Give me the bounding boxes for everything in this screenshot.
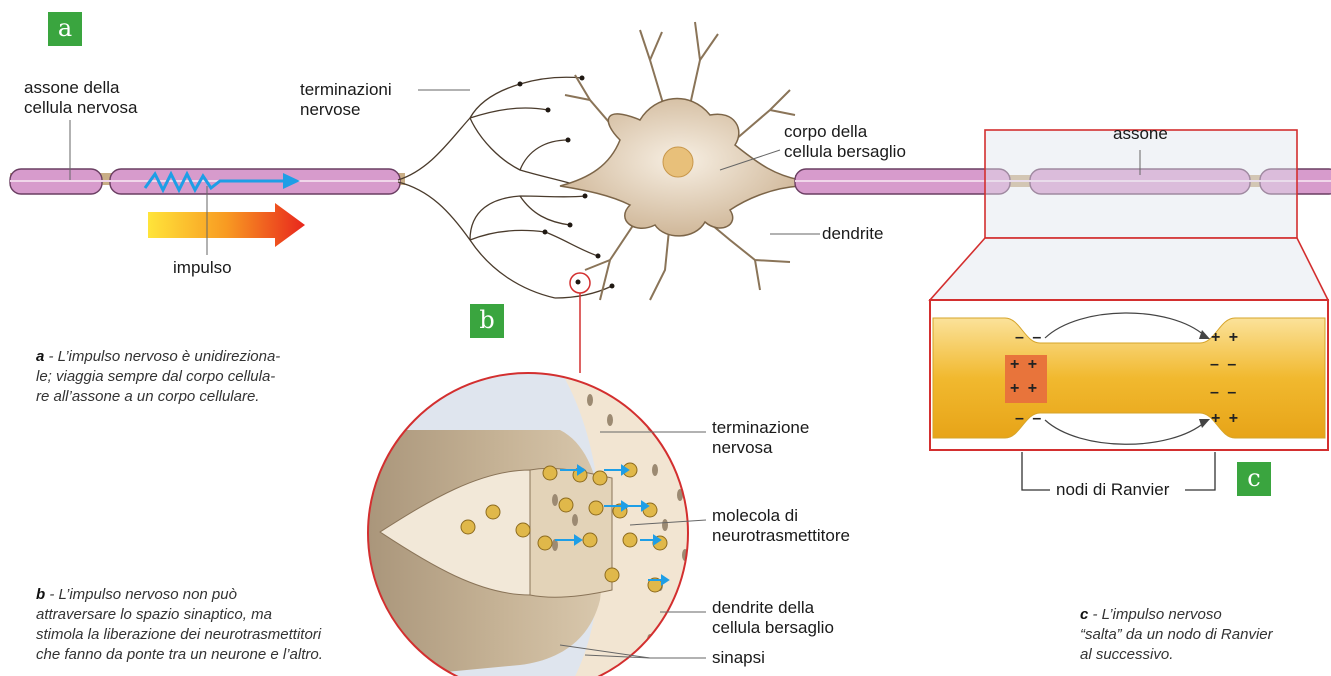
charge-right-mid-top: – – [1210, 356, 1238, 374]
axon-highlight-box [985, 130, 1297, 238]
impulse-label: impulso [173, 258, 232, 278]
caption-c: c - L’impulso nervoso “salta” da un nodo… [1080, 605, 1273, 665]
charge-right-mid-bottom: – – [1210, 384, 1238, 402]
dendrite-label: dendrite [822, 224, 883, 244]
charge-box-bottom: + + [1010, 380, 1039, 398]
caption-b-letter: b [36, 586, 45, 603]
panel-c-badge: c [1237, 462, 1271, 496]
caption-b: b - L’impulso nervoso non può attraversa… [36, 585, 323, 665]
charge-node-left-bottom: – – [1015, 410, 1043, 428]
direction-arrow [148, 203, 305, 247]
zoom-trapezoid [930, 238, 1328, 300]
charge-node-right-top: + + [1211, 329, 1240, 347]
cell-nucleus [663, 147, 693, 177]
ranvier-nodes-label: nodi di Ranvier [1056, 480, 1169, 500]
synapse-zoom [360, 370, 700, 676]
axon-label: assone [1113, 124, 1168, 144]
caption-a: a - L’impulso nervoso è unidireziona- le… [36, 347, 280, 407]
panel-a-badge: a [48, 12, 82, 46]
charge-node-right-bottom: + + [1211, 410, 1240, 428]
synapses-label: sinapsi [712, 648, 765, 668]
charge-box-top: + + [1010, 356, 1039, 374]
panel-b-badge: b [470, 304, 504, 338]
charge-node-left-top: – – [1015, 329, 1043, 347]
